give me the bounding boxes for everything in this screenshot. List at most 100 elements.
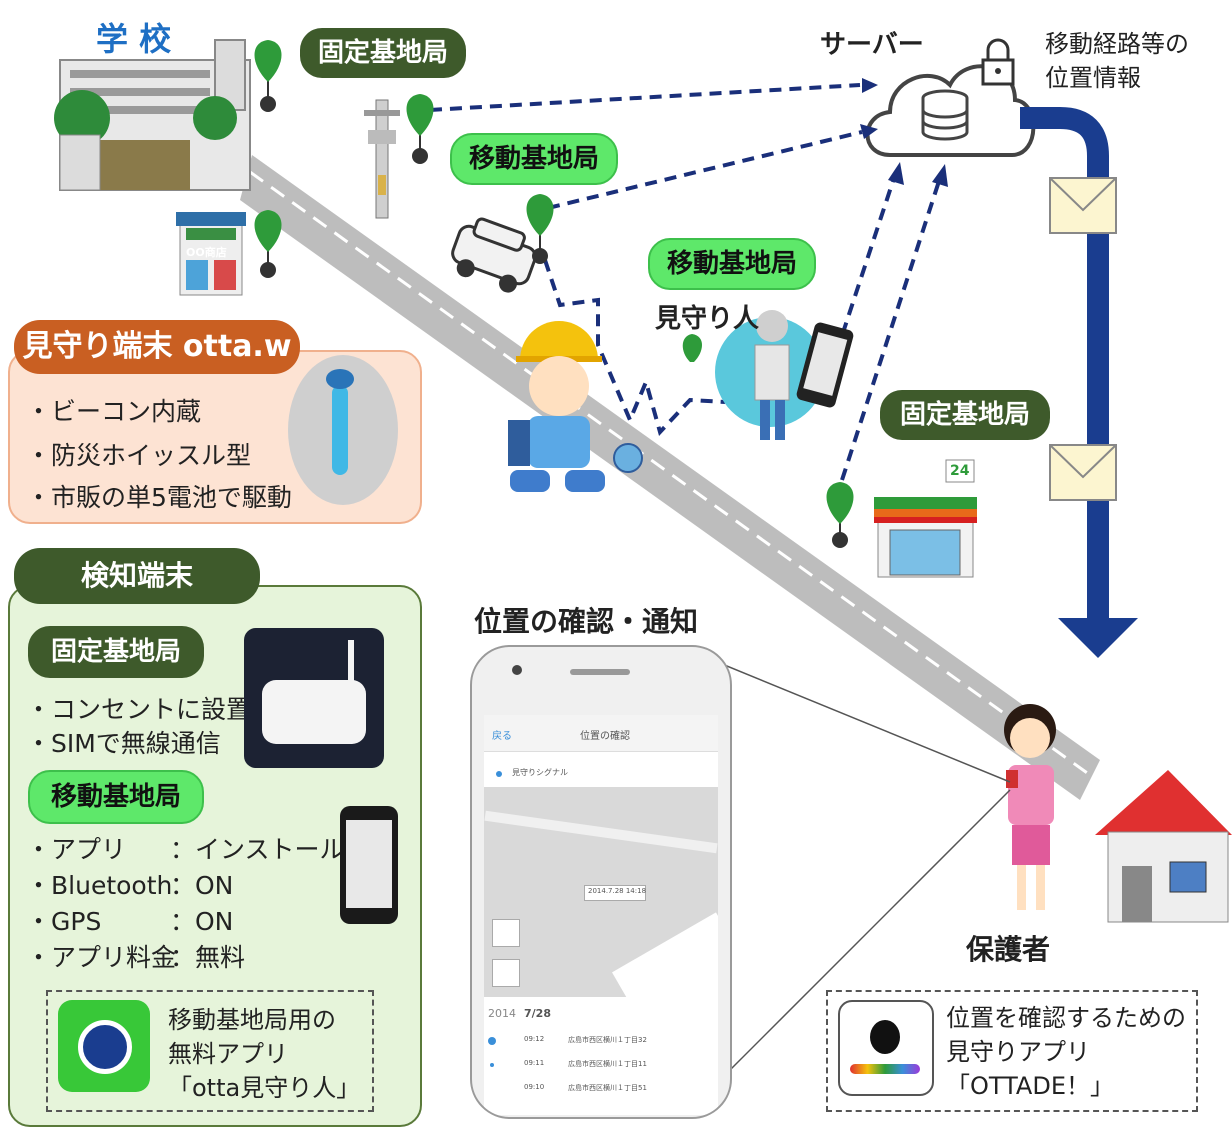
phone-mockup: 戻る 位置の確認 見守りシグナル 2014.7.28 14:18 2014 7/… <box>470 645 732 1119</box>
house-icon <box>1095 770 1232 923</box>
otta-app-icon-ring <box>78 1020 132 1074</box>
detector-title: 検知端末 <box>14 548 260 604</box>
signal-lines <box>429 78 948 481</box>
mobile-station-tag-1: 移動基地局 <box>450 133 618 185</box>
spec-key-app: ・アプリ <box>26 835 127 864</box>
map-river <box>612 912 718 1042</box>
smartphone-screen <box>346 820 392 908</box>
spec-key-fee: ・アプリ料金 <box>26 943 177 972</box>
phone-screen: 戻る 位置の確認 見守りシグナル 2014.7.28 14:18 2014 7/… <box>484 715 718 1115</box>
date-md: 7/28 <box>524 1007 551 1020</box>
small-shop <box>176 212 246 296</box>
location-check-title: 位置の確認・通知 <box>474 605 699 638</box>
road <box>240 155 1100 800</box>
mail-icon <box>1049 444 1117 501</box>
history-time: 09:10 <box>524 1083 545 1091</box>
signal-pin-icon <box>254 40 282 112</box>
store-sign: OO商店 <box>186 246 227 259</box>
route-info-line2: 位置情報 <box>1045 64 1141 92</box>
spec-key-gps: ・GPS <box>26 907 102 936</box>
ottade-desc-2: 見守りアプリ <box>946 1038 1090 1066</box>
history-time: 09:12 <box>524 1035 545 1043</box>
app-header <box>484 715 718 752</box>
router-photo <box>244 628 384 768</box>
smartphone-icon <box>340 806 398 924</box>
location-button[interactable] <box>492 919 520 947</box>
guardian-figure <box>1004 704 1056 910</box>
router-antenna <box>348 640 354 688</box>
spec-key-bluetooth: ・Bluetooth <box>26 871 173 900</box>
terminal-bullet-2: ・防災ホイッスル型 <box>26 441 252 470</box>
history-time: 09:11 <box>524 1059 545 1067</box>
notification-arrow <box>1020 107 1138 658</box>
signal-pin-icon <box>526 194 554 264</box>
map-road <box>484 810 718 854</box>
child-dot <box>496 771 502 777</box>
watcher-phone <box>796 322 854 408</box>
ottade-app-icon-face <box>870 1020 900 1054</box>
otta-app-desc-2: 無料アプリ <box>168 1040 288 1068</box>
spec-value-gps: ：ON <box>170 907 234 936</box>
watcher-person <box>682 310 825 440</box>
otta-app-box <box>46 990 374 1112</box>
route-info-line1: 移動経路等の <box>1045 30 1189 58</box>
fixed-station-tag-2: 固定基地局 <box>880 390 1050 440</box>
otta-app-desc-3: 「otta見守り人」 <box>168 1074 361 1102</box>
history-dot <box>488 1037 496 1045</box>
history-place: 広島市西区横川１丁目32 <box>568 1036 647 1044</box>
otta-app-icon[interactable] <box>58 1000 150 1092</box>
history-place: 広島市西区横川１丁目11 <box>568 1060 647 1068</box>
detector-mobile-tag: 移動基地局 <box>28 770 204 824</box>
terminal-bullet-3: ・市販の単5電池で駆動 <box>26 483 292 512</box>
ottade-desc-3: 「OTTADE！」 <box>946 1072 1114 1100</box>
fixed-station-tag-top: 固定基地局 <box>300 28 466 78</box>
signal-pin-icon <box>826 482 854 548</box>
map-view[interactable]: 2014.7.28 14:18 <box>484 787 718 1042</box>
child-figure <box>508 321 643 492</box>
ottade-app-box <box>826 990 1198 1112</box>
car <box>451 217 537 293</box>
map-tooltip <box>584 885 646 901</box>
convenience-store <box>874 459 977 578</box>
layers-button[interactable] <box>492 959 520 987</box>
terminal-callout-title: 見守り端末 otta.w <box>14 320 300 374</box>
signal-pin-icon <box>406 94 434 164</box>
spec-value-fee: ：無料 <box>170 943 246 972</box>
phone-camera <box>512 665 522 675</box>
history-place: 広島市西区横川１丁目51 <box>568 1084 647 1092</box>
signal-pin-icon <box>254 210 282 278</box>
mail-icon <box>1049 177 1117 234</box>
school-label: 学 校 <box>96 20 172 58</box>
guardian-label: 保護者 <box>966 933 1051 966</box>
mobile-station-tag-2: 移動基地局 <box>648 238 816 290</box>
conv-store-24-sign: 24 <box>950 463 970 479</box>
map-tooltip-text: 2014.7.28 14:18 <box>588 887 647 895</box>
utility-pole <box>364 99 400 219</box>
spec-value-bluetooth: ：ON <box>170 871 234 900</box>
date-year: 2014 <box>488 1007 516 1020</box>
screen-title: 位置の確認 <box>580 731 630 742</box>
spec-value-app: ：インストール <box>170 835 345 864</box>
school-building <box>54 39 251 191</box>
otta-app-desc-1: 移動基地局用の <box>168 1006 336 1034</box>
cloud-server <box>865 64 1036 157</box>
router-body <box>262 680 366 744</box>
back-link[interactable]: 戻る <box>492 731 512 742</box>
watcher-label: 見守り人 <box>655 304 760 334</box>
history-dot <box>490 1063 494 1067</box>
child-name: 見守りシグナル <box>512 768 568 777</box>
ottade-app-icon[interactable] <box>838 1000 934 1096</box>
terminal-bullet-1: ・ビーコン内蔵 <box>26 397 202 426</box>
whistle-terminal <box>332 385 348 475</box>
detector-fixed-tag: 固定基地局 <box>28 626 204 678</box>
whistle-clip <box>326 369 354 389</box>
ottade-desc-1: 位置を確認するための <box>946 1004 1186 1032</box>
lock-icon <box>981 38 1015 86</box>
ottade-app-icon-dots <box>850 1064 920 1074</box>
whistle-terminal-photo <box>288 355 398 505</box>
server-label: サーバー <box>820 30 924 60</box>
phone-speaker <box>570 669 630 675</box>
detector-fixed-bullet-2: ・SIMで無線通信 <box>26 729 221 758</box>
zoom-lines <box>699 654 1011 1081</box>
